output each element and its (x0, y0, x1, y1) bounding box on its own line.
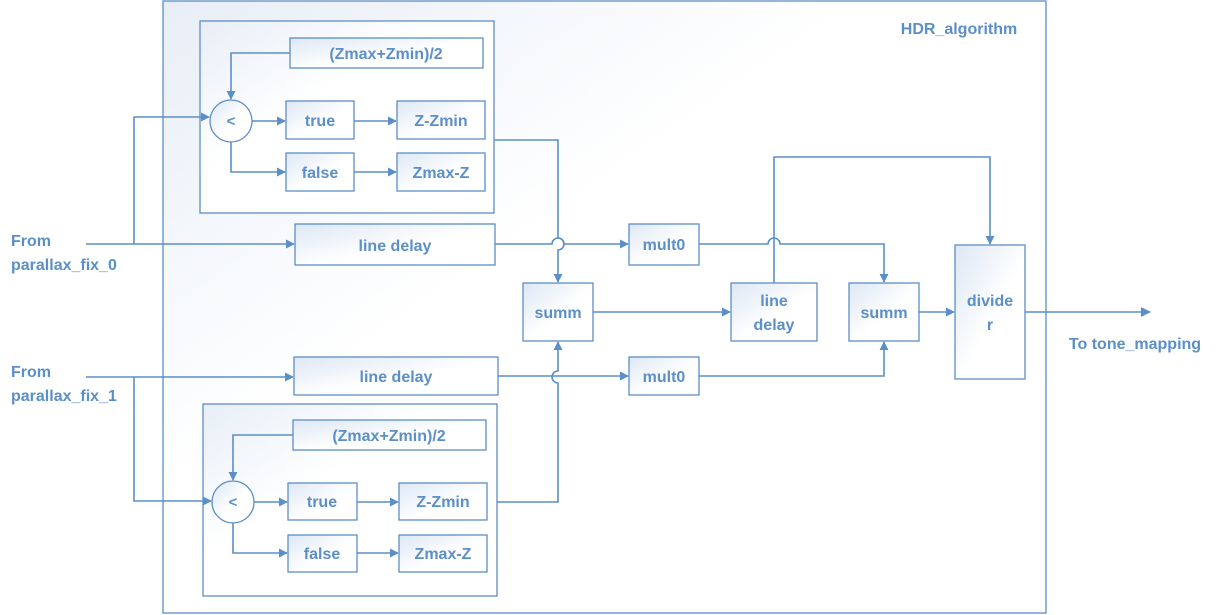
wire-line-delay-top-to-mult (495, 237, 629, 249)
upper-true-result-box (396, 100, 486, 140)
upper-threshold-box (289, 37, 484, 69)
line-delay-top-box (294, 223, 496, 266)
input-1-label-line2: parallax_fix_1 (11, 388, 117, 405)
mult-bottom-box (628, 356, 700, 396)
wire-upper-compare-to-false (230, 142, 286, 177)
wire-line-delay-mid-to-divider (773, 156, 995, 283)
lower-false-label: false (304, 546, 341, 563)
output-label: To tone_mapping (1069, 336, 1201, 353)
upper-false-result-box (396, 152, 486, 192)
divider-box (954, 244, 1026, 380)
upper-true-box (285, 100, 355, 140)
lower-false-result-label: Zmax-Z (415, 546, 472, 563)
line-delay-mid-line2: delay (754, 317, 795, 334)
upper-compare-label: < (227, 113, 236, 130)
upper-false-box (285, 152, 355, 192)
lower-false-result-box (398, 534, 488, 573)
wire-lower-threshold-to-compare (228, 434, 293, 481)
lower-false-box (287, 534, 358, 573)
line-delay-bottom-label: line delay (360, 369, 433, 386)
divider-line2: r (987, 317, 993, 334)
lower-compare-label: < (229, 494, 238, 511)
summ-left-box (522, 282, 594, 342)
wire-lower-compare-to-false (232, 523, 288, 558)
upper-false-label: false (302, 165, 339, 182)
wire-input1-to-lower-compare (133, 377, 212, 506)
mult-bottom-label: mult0 (643, 369, 686, 386)
upper-true-result-label: Z-Zmin (414, 113, 467, 130)
input-0-label-line2: parallax_fix_0 (11, 257, 117, 274)
line-delay-mid-box (730, 282, 818, 342)
lower-true-result-label: Z-Zmin (416, 494, 469, 511)
upper-true-label: true (305, 113, 335, 130)
divider-line1: divide (967, 293, 1013, 310)
wire-lower-block-to-summ (497, 341, 563, 503)
upper-false-result-label: Zmax-Z (413, 165, 470, 182)
lower-true-label: true (307, 494, 337, 511)
lower-threshold-label: (Zmax+Zmin)/2 (332, 428, 445, 445)
summ-right-label: summ (860, 305, 907, 322)
line-delay-top-label: line delay (359, 238, 432, 255)
wire-input0-to-upper-compare (133, 112, 210, 244)
lower-true-box (287, 482, 358, 521)
mult-top-label: mult0 (643, 237, 686, 254)
line-delay-mid-line1: line (760, 293, 788, 310)
wire-mult-bottom-to-summ-right (699, 341, 889, 377)
lower-true-result-box (398, 482, 488, 521)
wire-upper-threshold-to-compare (226, 52, 290, 100)
input-1-label-line1: From (11, 364, 51, 381)
module-title: HDR_algorithm (901, 21, 1017, 38)
summ-left-label: summ (534, 305, 581, 322)
upper-threshold-label: (Zmax+Zmin)/2 (329, 46, 442, 63)
input-0-label-line1: From (11, 233, 51, 250)
wire-mult-top-to-summ-right (699, 237, 889, 283)
